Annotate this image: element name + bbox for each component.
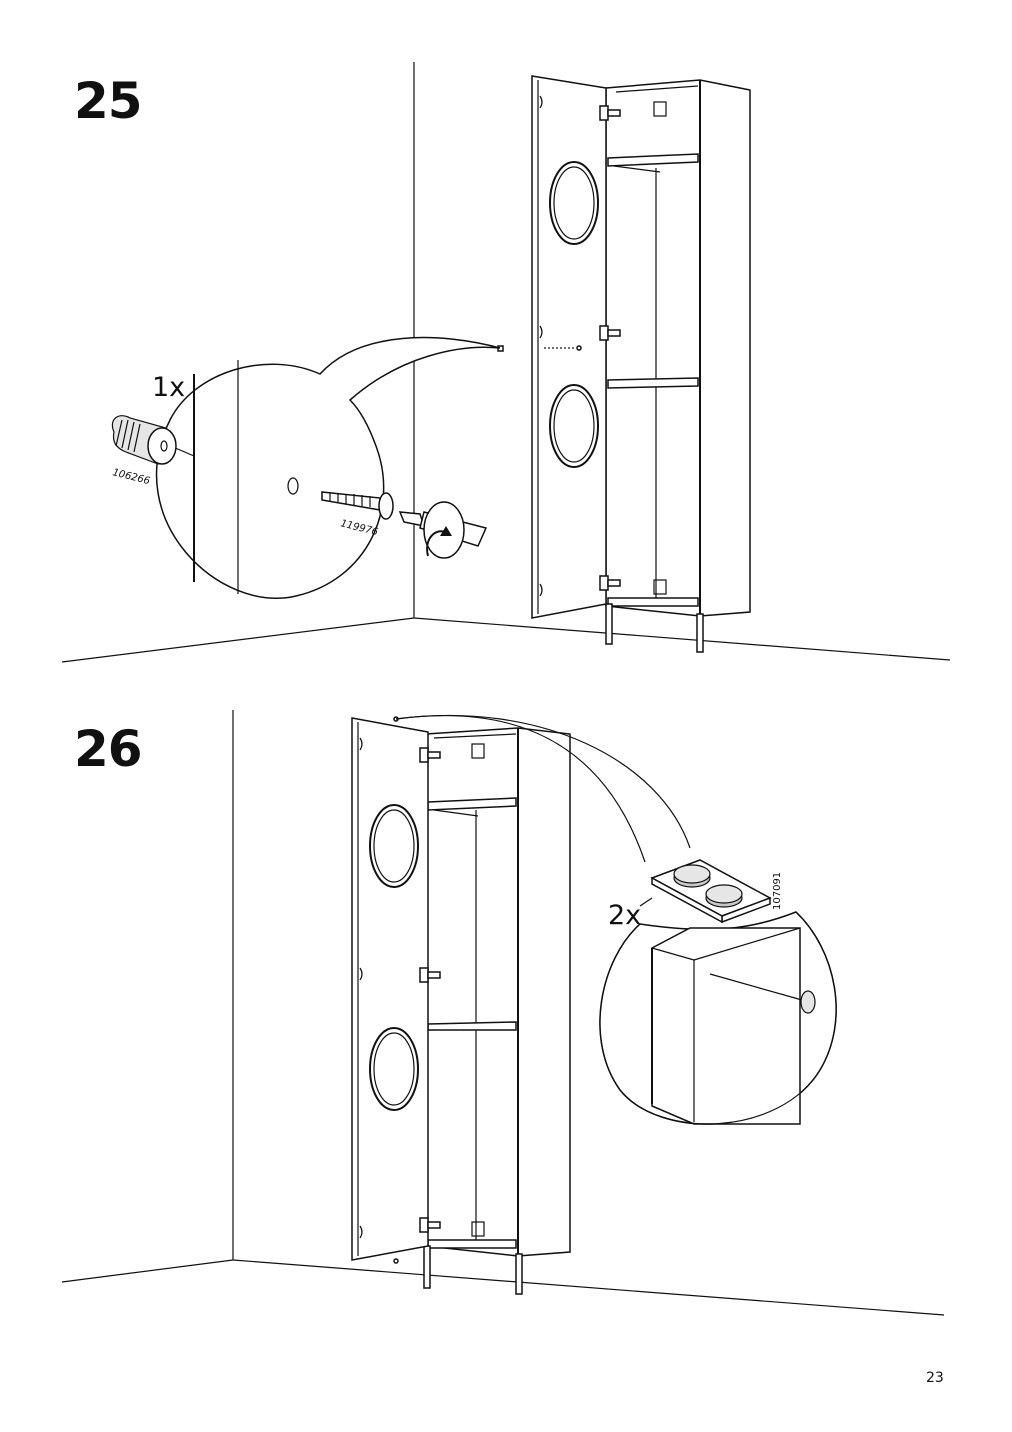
cabinet-open-door — [497, 75, 751, 653]
step-25-scene: 1x 106266 119976 — [61, 62, 951, 663]
floor-line-right — [232, 1259, 945, 1316]
floor-line-left — [61, 617, 415, 663]
screw-icon — [321, 491, 394, 520]
floor-line-right — [413, 617, 951, 661]
cabinet-open-door — [351, 716, 571, 1295]
step-26-scene: 2x 107091 — [61, 710, 945, 1316]
floor-line-left — [61, 1259, 234, 1283]
detail-callout-wall-plug — [155, 336, 501, 599]
wall-plug-icon — [111, 415, 195, 465]
quantity-leader — [639, 897, 653, 907]
hinge-icon — [599, 105, 621, 591]
hinge-icon — [419, 747, 441, 1233]
bumper-pad-sheet-icon — [650, 859, 772, 924]
quantity-label-step-26: 2x — [608, 900, 641, 931]
page-number: 23 — [926, 1370, 944, 1386]
part-number-106266: 106266 — [111, 467, 151, 487]
screwdriver-icon — [398, 501, 488, 559]
step-number-25: 25 — [74, 72, 143, 130]
detail-callout-bumper-pad — [599, 911, 837, 1125]
callout-leader — [395, 715, 691, 849]
part-number-107091: 107091 — [772, 872, 783, 910]
step-number-26: 26 — [74, 720, 143, 778]
quantity-label-step-25: 1x — [152, 372, 185, 403]
bumper-pad-icon — [800, 990, 816, 1014]
